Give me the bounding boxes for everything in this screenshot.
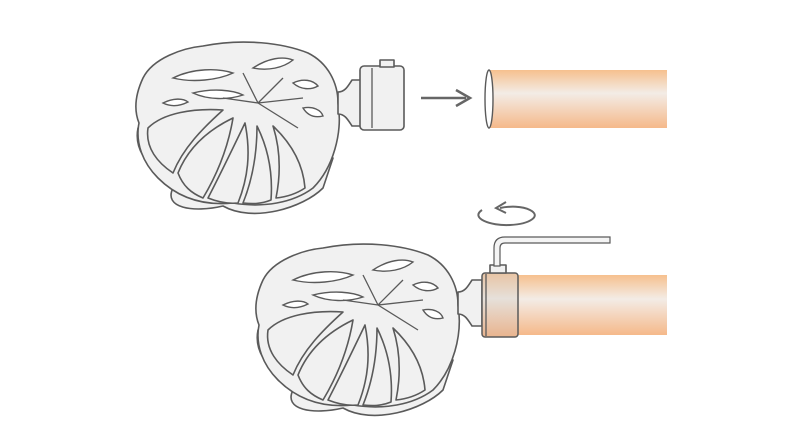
step-1-finial [134,41,405,215]
finial-neck [337,79,363,127]
finial-neck [457,279,483,327]
monstera-leaf-finial-icon [134,41,341,215]
allen-key-icon[interactable] [489,236,611,274]
finial-collar [359,65,405,131]
monstera-leaf-finial-icon [254,243,461,417]
insert-arrow-icon [421,88,473,108]
finial-collar [481,272,519,338]
curtain-rod-2 [481,272,667,338]
curtain-rod-1 [484,69,667,129]
step-2-finial [254,243,483,417]
rotate-arrow-icon [477,201,536,227]
